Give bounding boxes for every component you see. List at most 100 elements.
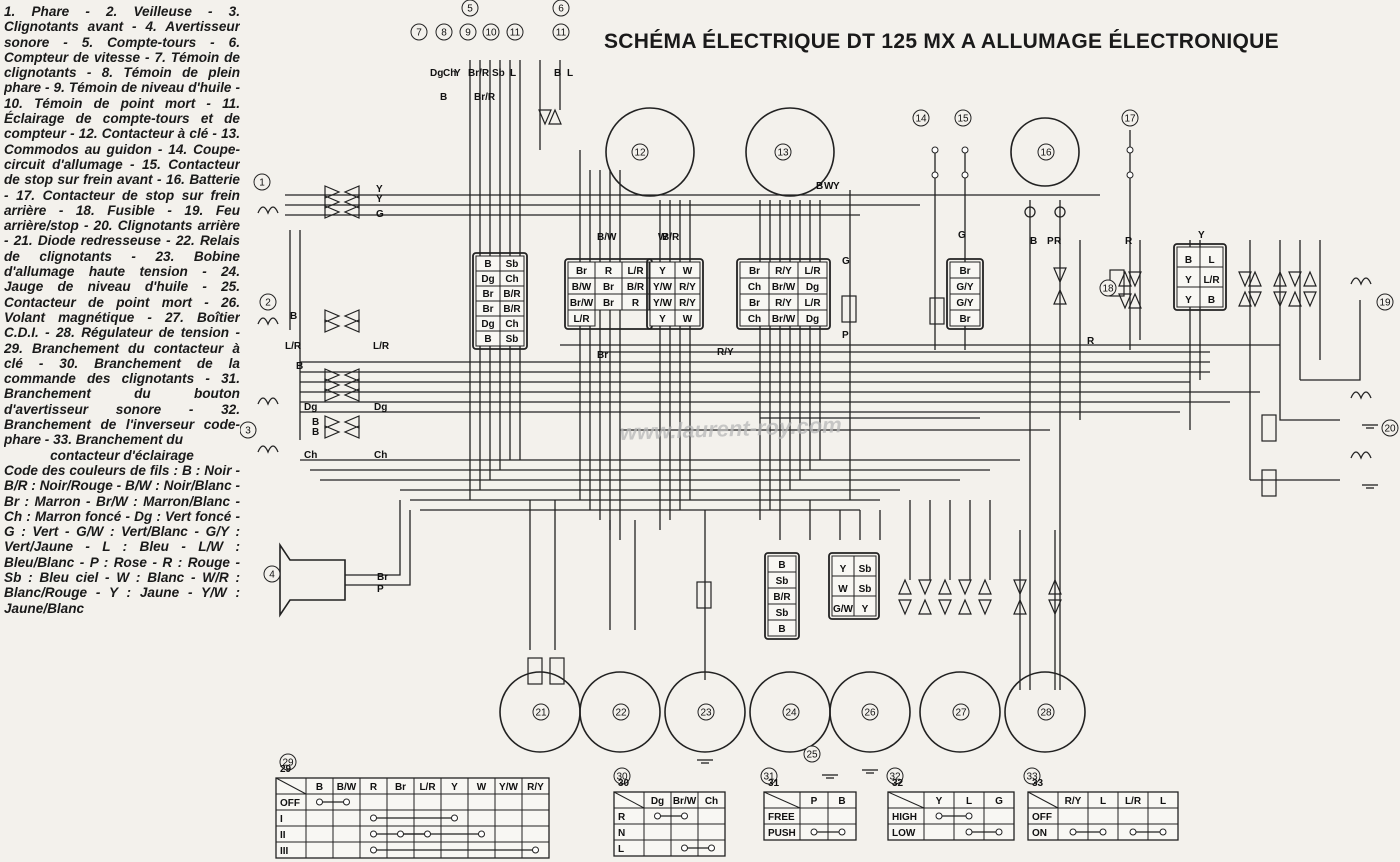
- table-diagonal: [763, 791, 801, 809]
- table-row-label: PUSH: [768, 828, 796, 839]
- connector-cell-label: B/R: [503, 304, 521, 315]
- component-number-circle: [1037, 703, 1055, 721]
- table-row-label: L: [618, 844, 624, 855]
- component-number: 15: [957, 114, 969, 125]
- connector-cell-label: Br: [603, 282, 614, 293]
- connector-cell-label: G/Y: [956, 282, 974, 293]
- wire-color-label: B/W: [597, 232, 617, 243]
- connector-pair: [343, 388, 360, 402]
- table-contact: [532, 846, 539, 854]
- inline-connector: [1261, 469, 1277, 497]
- wire-color-label: L: [510, 68, 516, 79]
- table-header: W: [477, 782, 487, 793]
- connector-cell-label: R/Y: [775, 266, 792, 277]
- connector-pair-v: [1118, 270, 1132, 287]
- wire-color-label: Y: [833, 181, 840, 192]
- component-number-circle: [1023, 767, 1041, 785]
- connector-cell: [767, 619, 797, 637]
- connector-cell-label: W: [683, 314, 693, 325]
- connector-pair-v: [538, 109, 552, 126]
- table-row-label: R: [618, 812, 626, 823]
- component-number-circle: [1099, 279, 1117, 297]
- connector-pair-v: [1128, 292, 1142, 309]
- wire-color-label: B: [312, 427, 319, 438]
- connector-pair-v: [1013, 598, 1027, 615]
- wire-color-label: Sb: [492, 68, 505, 79]
- table-header: B: [316, 782, 323, 793]
- wire-color-label: Y: [454, 68, 461, 79]
- connector-pair: [324, 415, 341, 429]
- connector-pair-v: [1238, 290, 1252, 307]
- connector-cell-label: B/R: [773, 592, 791, 603]
- table-contact: [343, 798, 350, 806]
- connector-cell-label: Br: [959, 314, 970, 325]
- connector-cell-label: L: [1208, 255, 1214, 266]
- connector-cell-label: Ch: [505, 274, 518, 285]
- battery-terminal: [1054, 206, 1066, 218]
- connector-cell-label: B: [484, 334, 491, 345]
- connector-cell-label: Dg: [806, 282, 819, 293]
- connector-pair-v: [1273, 270, 1287, 287]
- table-header: R/Y: [1065, 796, 1082, 807]
- table-contact: [838, 828, 846, 836]
- connector-pair: [343, 425, 360, 439]
- connector-cell-label: B/R: [627, 282, 645, 293]
- wire-color-label: Br/R: [474, 92, 496, 103]
- wire-color-label: B: [816, 181, 823, 192]
- connector-cell-label: Sb: [506, 259, 519, 270]
- wire-rear: [1279, 380, 1340, 421]
- connector-cell-label: Br: [576, 266, 587, 277]
- connector-cell-label: R/Y: [679, 282, 696, 293]
- connector-cell-label: Br: [482, 289, 493, 300]
- connector-cell-label: Y: [840, 564, 847, 575]
- component-number-circle: [697, 703, 715, 721]
- connector-cell-label: Ch: [748, 282, 761, 293]
- connector-cell-label: Ch: [748, 314, 761, 325]
- table-contact: [370, 846, 377, 854]
- table-contact: [316, 798, 323, 806]
- connector-cell-label: L/R: [804, 298, 821, 309]
- table-contact: [681, 812, 688, 820]
- connector-cell-label: B: [1185, 255, 1192, 266]
- table-header: L: [1160, 796, 1166, 807]
- connector-pair-v: [1303, 291, 1317, 308]
- wire-color-label: R: [1125, 236, 1133, 247]
- table-diagonal: [613, 791, 645, 809]
- table-number: 32: [892, 778, 904, 789]
- component-number: 20: [1384, 424, 1396, 435]
- wire-color-label: R: [1087, 336, 1095, 347]
- table-row-label: OFF: [280, 798, 300, 809]
- wire-color-label: Ch: [374, 450, 387, 461]
- table-contact: [478, 830, 485, 838]
- wires: [285, 60, 1361, 690]
- bulb-filament: [1350, 391, 1372, 400]
- table-row-label: N: [618, 828, 625, 839]
- switch-contact: [931, 171, 939, 179]
- table-contact: [370, 830, 377, 838]
- component-number: 10: [485, 28, 497, 39]
- table-contact: [370, 814, 377, 822]
- connector-pair: [343, 415, 360, 429]
- connector-pair-v: [1118, 293, 1132, 310]
- table-contact: [1159, 828, 1167, 836]
- connector-cell: [797, 309, 828, 327]
- connector-block-outline: [764, 552, 800, 640]
- connector-pair-v: [1303, 270, 1317, 287]
- connector-cell: [949, 309, 981, 327]
- connector-cell-label: Sb: [859, 564, 872, 575]
- component-number-circle: [263, 565, 281, 583]
- connector-pair-v: [1248, 270, 1262, 287]
- switch-contact: [931, 146, 939, 154]
- component-number: 26: [864, 708, 876, 719]
- connector-pair: [324, 425, 341, 439]
- inline-connector: [696, 581, 712, 609]
- connector-cell-label: Br: [603, 298, 614, 309]
- connector-cell-label: B: [778, 560, 785, 571]
- table-row-label: II: [280, 830, 286, 841]
- component-number: 2: [265, 298, 271, 309]
- connector-cell-label: B/R: [503, 289, 521, 300]
- component-number-circle: [612, 703, 630, 721]
- component-number-circle: [552, 0, 570, 17]
- wire-color-label: L: [567, 68, 573, 79]
- connector-cell-label: Br: [482, 304, 493, 315]
